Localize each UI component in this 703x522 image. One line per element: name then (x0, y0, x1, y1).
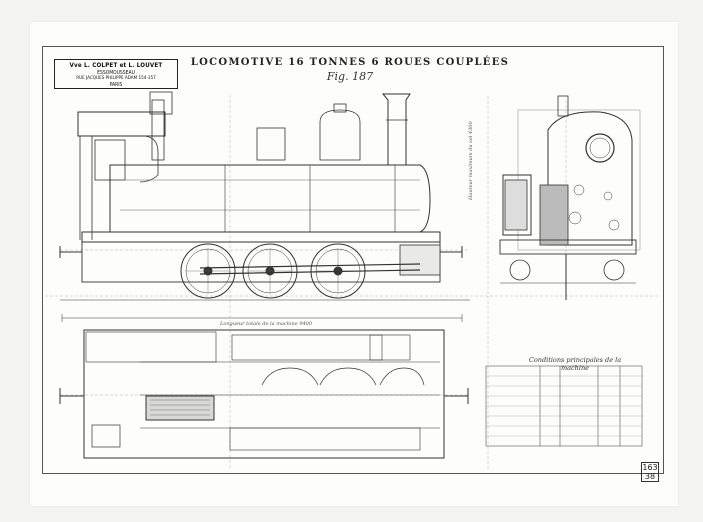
page-number-main: 163 (642, 463, 658, 472)
end-elevation (499, 95, 641, 300)
page-number: 163 38 (641, 462, 659, 482)
stamp-line-2: ESSOMOUSSEAU (97, 70, 135, 76)
spec-table (485, 365, 643, 447)
side-elevation (59, 91, 470, 322)
drawing-sheet (30, 22, 678, 506)
plan-view (59, 329, 469, 459)
length-dimension-note: Longueur totale de la machine 9400 (220, 321, 313, 327)
figure-label: Fig. 187 (326, 70, 374, 83)
drawing-frame (42, 46, 664, 474)
page-number-sub: 38 (644, 472, 656, 481)
construction-lines (45, 95, 660, 470)
stamp-line-3: RUE JACQUES PHILIPPE ADAM 154-157 (76, 76, 156, 81)
stamp-line-1: Vve L. COLPET et L. LOUVET (69, 62, 163, 69)
stamp-line-4: PARIS (109, 82, 123, 88)
height-dimension-note: Hauteur maximum du sol 4300 (468, 121, 474, 200)
maker-stamp: Vve L. COLPET et L. LOUVET ESSOMOUSSEAU … (54, 59, 178, 89)
plate-title: LOCOMOTIVE 16 TONNES 6 ROUES COUPLÉES (190, 57, 510, 68)
spec-table-heading: Conditions principales de la machine (528, 356, 622, 372)
